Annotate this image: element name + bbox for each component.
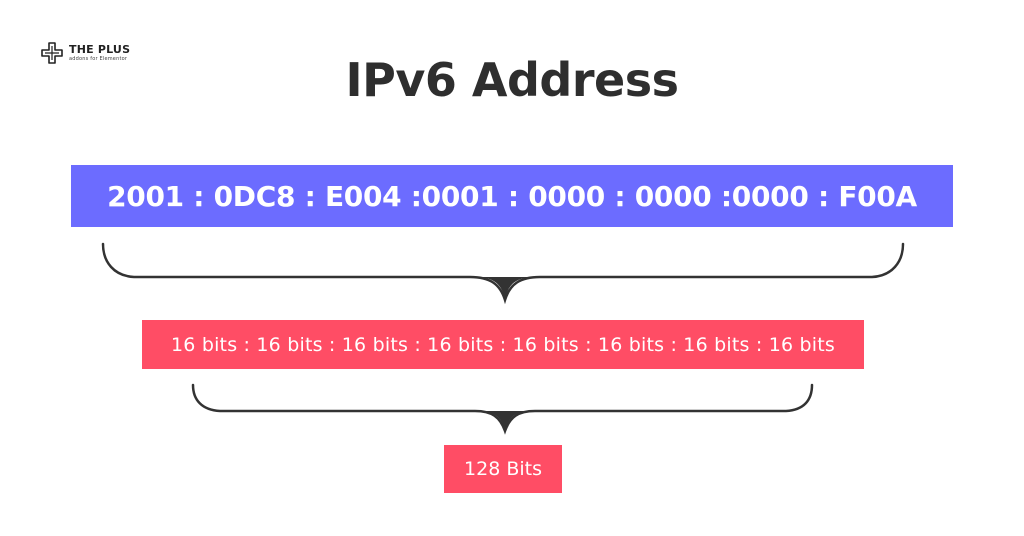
segment-bits-text: 16 bits : 16 bits : 16 bits : 16 bits : … [171,333,835,356]
total-bits-box: 128 Bits [444,445,562,493]
brand-logo: THE PLUS addons for Elementor [40,41,130,65]
brand-name: THE PLUS [69,43,131,56]
plus-knot-logo-icon [41,42,63,64]
brand-tagline: addons for Elementor [69,56,128,62]
ipv6-address-box: 2001 : 0DC8 : E004 :0001 : 0000 : 0000 :… [71,165,953,227]
ipv6-address-text: 2001 : 0DC8 : E004 :0001 : 0000 : 0000 :… [107,179,917,213]
segment-bits-box: 16 bits : 16 bits : 16 bits : 16 bits : … [142,320,864,369]
upper-brace [101,242,905,305]
total-bits-text: 128 Bits [464,458,542,480]
lower-brace [191,383,814,435]
page-title: IPv6 Address [345,53,679,107]
